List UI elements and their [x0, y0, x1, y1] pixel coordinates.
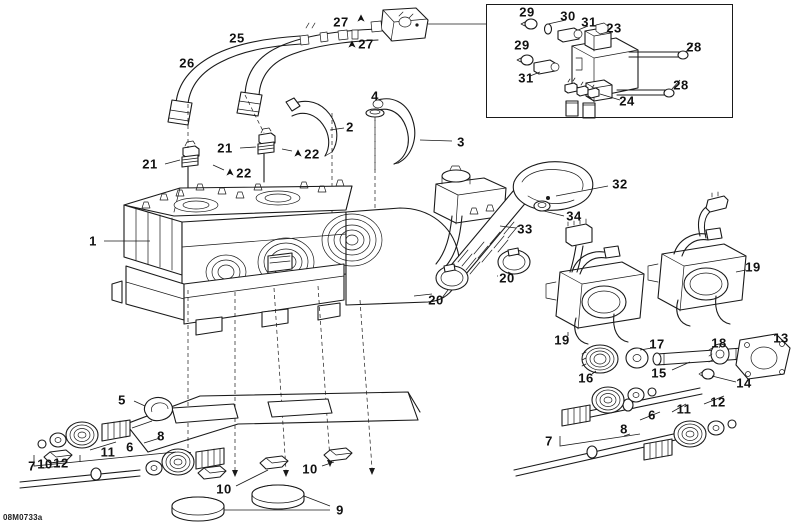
inset-callout-24: 24 — [619, 93, 635, 109]
engine-block — [104, 179, 460, 477]
callout-8b: 8 — [620, 421, 628, 437]
callout-11b: 11 — [676, 401, 692, 417]
throttle-body-left — [545, 218, 645, 345]
callout-33: 33 — [517, 221, 533, 237]
callout-14: 14 — [736, 375, 752, 391]
inset-callout-28b: 28 — [673, 77, 689, 93]
callout-26: 26 — [179, 55, 195, 71]
oil-pump-assembly — [413, 161, 609, 299]
callout-6b: 6 — [648, 407, 656, 423]
callout-20b: 20 — [499, 270, 515, 286]
callout-25: 25 — [229, 30, 245, 46]
callout-3: 3 — [457, 134, 465, 150]
inset-detail-border — [486, 4, 733, 118]
callout-34: 34 — [566, 208, 582, 224]
callout-17: 17 — [649, 336, 665, 352]
arrow-marker — [226, 168, 234, 176]
callout-10b: 10 — [216, 481, 232, 497]
inset-callout-29b: 29 — [514, 37, 530, 53]
callout-1: 1 — [89, 233, 97, 249]
callout-22b: 22 — [304, 146, 320, 162]
callout-8a: 8 — [157, 428, 165, 444]
callout-5: 5 — [118, 392, 126, 408]
throttle-body-right — [647, 191, 747, 327]
callout-27a: 27 — [333, 14, 349, 30]
callout-9: 9 — [336, 502, 344, 518]
callout-10c: 10 — [302, 461, 318, 477]
inset-callout-31b: 31 — [518, 70, 534, 86]
callout-18: 18 — [711, 335, 727, 351]
callout-21a: 21 — [142, 156, 158, 172]
inset-callout-30: 30 — [560, 8, 576, 24]
inset-callout-28a: 28 — [686, 39, 702, 55]
callout-2: 2 — [346, 119, 354, 135]
coolant-hose-group — [285, 97, 453, 250]
callout-19a: 19 — [554, 332, 570, 348]
inset-coil-group — [516, 18, 694, 119]
callout-16: 16 — [578, 370, 594, 386]
callout-12b: 12 — [710, 394, 726, 410]
arrow-marker — [357, 14, 365, 22]
inset-callout-29a: 29 — [519, 4, 535, 20]
injector-group — [164, 94, 293, 194]
balance-shaft-assembly — [581, 333, 791, 383]
callout-13: 13 — [773, 330, 789, 346]
callout-21b: 21 — [217, 140, 233, 156]
callout-11a: 11 — [100, 444, 116, 460]
callout-10a: 10 — [37, 456, 53, 472]
drawing-code: 08M0733a — [3, 513, 43, 522]
callout-7a: 7 — [28, 458, 36, 474]
callout-7b: 7 — [545, 433, 553, 449]
callout-20a: 20 — [428, 292, 444, 308]
callout-15: 15 — [651, 365, 667, 381]
bottom-left-assembly — [19, 391, 421, 522]
arrow-marker — [294, 149, 302, 157]
callout-6a: 6 — [126, 439, 134, 455]
callout-4: 4 — [371, 88, 379, 104]
fuel-hose-assembly — [167, 7, 486, 126]
callout-19b: 19 — [745, 259, 761, 275]
callout-12a: 12 — [53, 455, 69, 471]
inset-callout-31a: 31 — [581, 14, 597, 30]
bottom-right-assembly — [513, 386, 737, 477]
callout-32: 32 — [612, 176, 628, 192]
inset-callout-23: 23 — [606, 20, 622, 36]
callout-27b: 27 — [358, 36, 374, 52]
callout-22a: 22 — [236, 165, 252, 181]
arrow-marker — [348, 40, 356, 48]
